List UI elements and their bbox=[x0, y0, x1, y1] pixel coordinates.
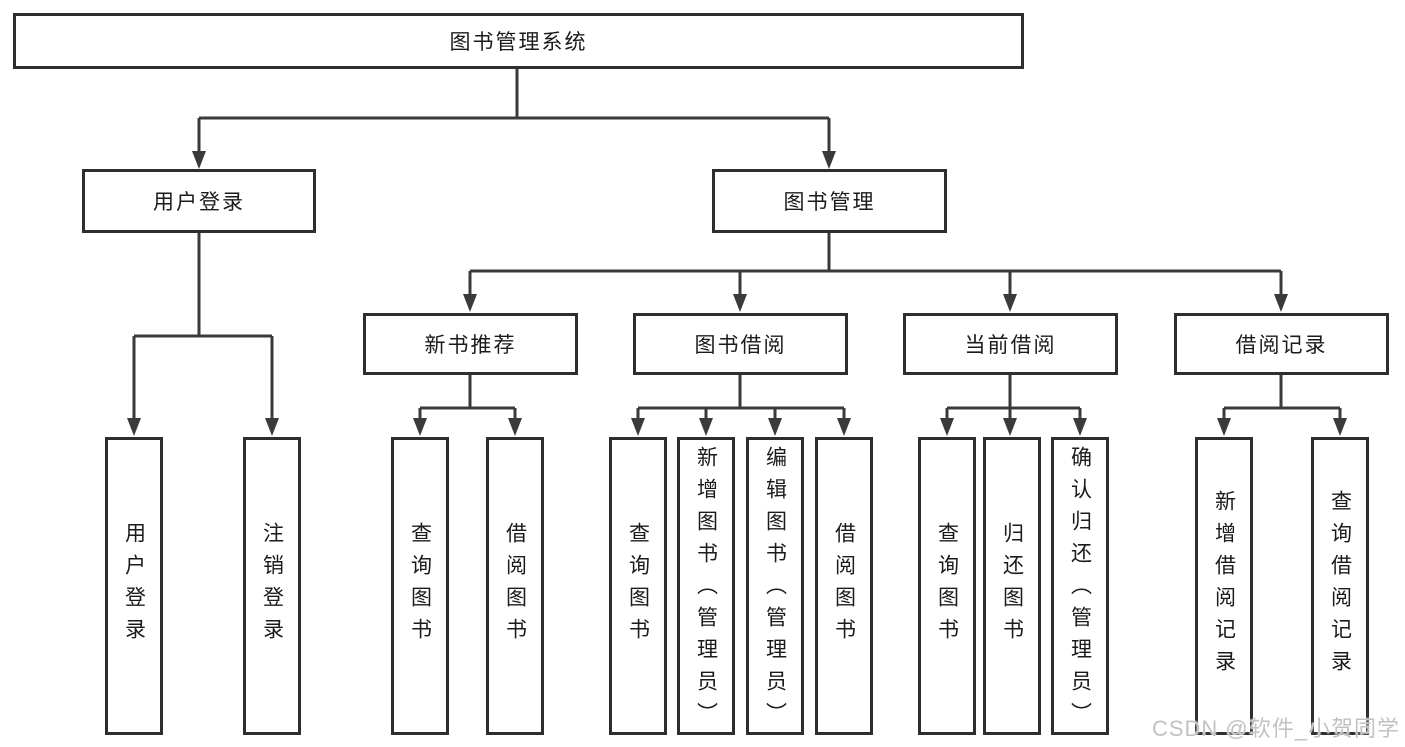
leaf-query-books-borrow: 查询图书 bbox=[609, 437, 667, 735]
csdn-watermark: CSDN @软件_小贺同学 bbox=[1151, 716, 1400, 741]
leaf-logout: 注销登录 bbox=[243, 437, 301, 735]
leaf-borrow-books-recommend: 借阅图书 bbox=[486, 437, 544, 735]
arrow-down-icon bbox=[1217, 418, 1231, 436]
node-new-book-recommend: 新书推荐 bbox=[363, 313, 578, 375]
connector-book-borrow bbox=[636, 375, 846, 419]
connector-root bbox=[197, 69, 831, 152]
leaf-user-login: 用户登录 bbox=[105, 437, 163, 735]
arrow-down-icon bbox=[265, 418, 279, 436]
leaf-add-borrow-record: 新增借阅记录 bbox=[1195, 437, 1253, 735]
leaf-return-books: 归还图书 bbox=[983, 437, 1041, 735]
connector-new-book-recommend bbox=[418, 375, 517, 419]
connector-user-login bbox=[132, 233, 274, 419]
node-user-login: 用户登录 bbox=[82, 169, 316, 233]
node-book-management: 图书管理 bbox=[712, 169, 947, 233]
arrow-down-icon bbox=[1003, 294, 1017, 312]
leaf-query-books-recommend: 查询图书 bbox=[391, 437, 449, 735]
arrow-down-icon bbox=[822, 151, 836, 169]
arrow-down-icon bbox=[837, 418, 851, 436]
node-book-borrow: 图书借阅 bbox=[633, 313, 848, 375]
connector-current-borrow bbox=[945, 375, 1082, 419]
connector-book-management bbox=[468, 233, 1283, 295]
leaf-add-books-admin: 新增图书（管理员） bbox=[677, 437, 735, 735]
arrow-down-icon bbox=[1073, 418, 1087, 436]
arrow-down-icon bbox=[1333, 418, 1347, 436]
leaf-confirm-return-admin: 确认归还（管理员） bbox=[1051, 437, 1109, 735]
arrow-down-icon bbox=[699, 418, 713, 436]
arrow-down-icon bbox=[413, 418, 427, 436]
arrow-down-icon bbox=[463, 294, 477, 312]
arrow-down-icon bbox=[631, 418, 645, 436]
leaf-query-books-current: 查询图书 bbox=[918, 437, 976, 735]
arrow-down-icon bbox=[940, 418, 954, 436]
leaf-borrow-books: 借阅图书 bbox=[815, 437, 873, 735]
leaf-query-borrow-record: 查询借阅记录 bbox=[1311, 437, 1369, 735]
arrow-down-icon bbox=[508, 418, 522, 436]
node-root: 图书管理系统 bbox=[13, 13, 1024, 69]
arrow-down-icon bbox=[192, 151, 206, 169]
arrow-down-icon bbox=[768, 418, 782, 436]
node-current-borrow: 当前借阅 bbox=[903, 313, 1118, 375]
arrow-down-icon bbox=[1274, 294, 1288, 312]
connector-borrow-records bbox=[1222, 375, 1342, 419]
leaf-edit-books-admin: 编辑图书（管理员） bbox=[746, 437, 804, 735]
arrow-down-icon bbox=[127, 418, 141, 436]
arrow-down-icon bbox=[1003, 418, 1017, 436]
arrow-down-icon bbox=[733, 294, 747, 312]
node-borrow-records: 借阅记录 bbox=[1174, 313, 1389, 375]
